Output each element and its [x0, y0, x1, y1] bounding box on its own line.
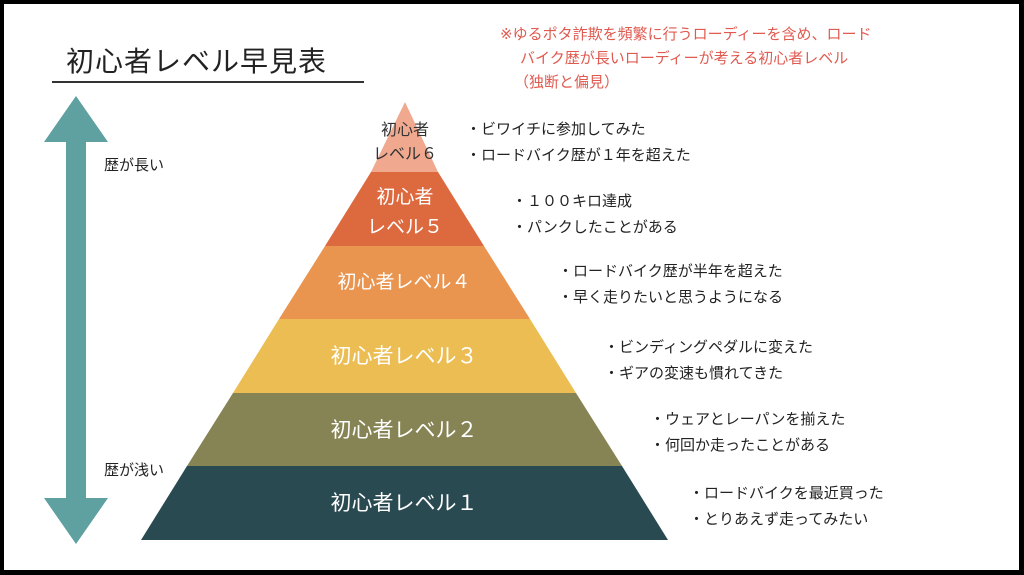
note-line-3: （独断と偏見） [514, 73, 620, 91]
level-2-description: ウェアとレーパンを揃えた 何回か走ったことがある [650, 406, 845, 458]
pyramid-layer-2 [187, 393, 622, 466]
level-3-label: 初心者レベル３ [330, 344, 478, 368]
pyramid-layer-5 [325, 172, 484, 246]
pyramid-layer-6 [371, 102, 438, 172]
level-1-description: ロードバイクを最近買った とりあえず走ってみたい [689, 480, 884, 532]
page-title: 初心者レベル早見表 [66, 45, 328, 78]
level-2-item-2: 何回か走ったことがある [650, 432, 845, 458]
level-5-description: １００キロ達成 パンクしたことがある [512, 188, 678, 240]
level-2-label: 初心者レベル２ [330, 418, 478, 442]
level-2-item-1: ウェアとレーパンを揃えた [650, 406, 845, 432]
level-5-label-line1: 初心者 [376, 186, 434, 208]
level-6-label: 初心者 レベル６ [355, 118, 455, 166]
slide: 初心者レベル早見表 ※ゆるポタ詐欺を頻繁に行うローディーを含め、ロード バイク歴… [4, 4, 1019, 570]
pyramid-layer-4 [279, 246, 530, 319]
level-6-item-1: ビワイチに参加してみた [466, 116, 691, 142]
pyramid-layer-3 [233, 319, 576, 393]
level-4-description: ロードバイク歴が半年を超えた 早く走りたいと思うようになる [558, 258, 783, 310]
level-4-item-2: 早く走りたいと思うようになる [558, 284, 783, 310]
level-3-item-1: ビンディングペダルに変えた [604, 334, 813, 360]
note-line-2: バイク歴が長いローディーが考える初心者レベル [520, 49, 849, 67]
level-3-item-2: ギアの変速も慣れてきた [604, 360, 813, 386]
level-5-item-2: パンクしたことがある [512, 214, 678, 240]
level-4-item-1: ロードバイク歴が半年を超えた [558, 258, 783, 284]
pyramid-layer-1 [141, 466, 668, 540]
level-6-description: ビワイチに参加してみた ロードバイク歴が１年を超えた [466, 116, 691, 168]
level-3-description: ビンディングペダルに変えた ギアの変速も慣れてきた [604, 334, 813, 386]
note-line-1: ※ゆるポタ詐欺を頻繁に行うローディーを含め、ロード [500, 25, 872, 43]
level-1-item-1: ロードバイクを最近買った [689, 480, 884, 506]
double-arrow-icon [44, 96, 108, 544]
level-4-label: 初心者レベル４ [337, 271, 471, 293]
level-6-item-2: ロードバイク歴が１年を超えた [466, 142, 691, 168]
axis-label-short: 歴が浅い [104, 461, 165, 479]
level-5-label-line2: レベル５ [366, 216, 443, 238]
level-1-item-2: とりあえず走ってみたい [689, 506, 884, 532]
level-5-item-1: １００キロ達成 [512, 188, 678, 214]
title-underline [52, 81, 364, 83]
diagram-canvas [44, 96, 668, 544]
axis-label-long: 歴が長い [104, 156, 165, 174]
level-5-label: 初心者 レベル５ [335, 182, 475, 242]
level-6-label-line1: 初心者 [380, 120, 429, 139]
level-6-label-line2: レベル６ [372, 144, 437, 163]
level-1-label: 初心者レベル１ [330, 491, 478, 515]
